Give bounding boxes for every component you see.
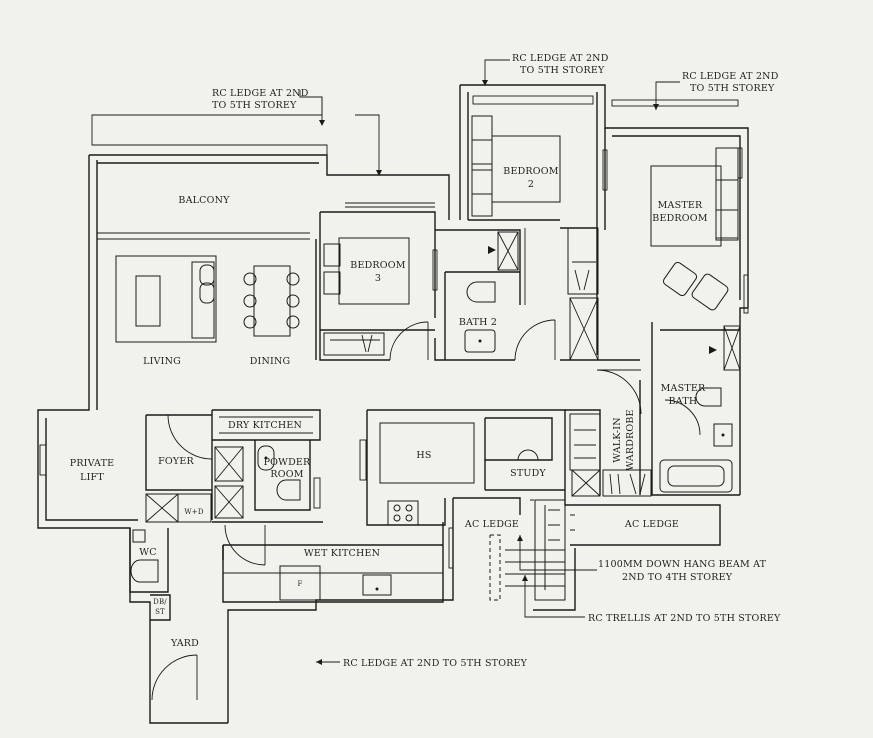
dry-kitchen-label: DRY KITCHEN bbox=[228, 420, 302, 431]
wet-kitchen-label: WET KITCHEN bbox=[304, 548, 380, 559]
down-hang-beam-line1: 1100MM DOWN HANG BEAM AT bbox=[598, 559, 767, 570]
living-label: LIVING bbox=[143, 356, 181, 367]
windows bbox=[39, 95, 749, 569]
bedroom3-label-2: 3 bbox=[375, 273, 381, 284]
hs-label: HS bbox=[416, 450, 431, 461]
ac-ledge-right-label: AC LEDGE bbox=[624, 519, 679, 530]
rc-ledge-bottom-label: RC LEDGE AT 2ND TO 5TH STOREY bbox=[343, 658, 528, 669]
ac-ledge-left-label: AC LEDGE bbox=[464, 519, 519, 530]
room-labels: BALCONY LIVING DINING BEDROOM 3 BEDROOM … bbox=[70, 166, 708, 649]
master-bath-label-2: BATH bbox=[669, 396, 698, 407]
master-bedroom-label-1: MASTER bbox=[658, 200, 703, 211]
private-lift-label-2: LIFT bbox=[80, 472, 104, 483]
rc-ledge-left-line1: RC LEDGE AT 2ND bbox=[212, 88, 309, 99]
bedroom3-label-1: BEDROOM bbox=[350, 260, 405, 271]
outer-walls bbox=[37, 84, 749, 724]
wardrobe-label: WARDROBE bbox=[625, 409, 636, 470]
study-label: STUDY bbox=[510, 468, 546, 479]
rc-ledge-left-line2: TO 5TH STOREY bbox=[212, 100, 297, 111]
rc-ledge-mid-line2: TO 5TH STOREY bbox=[520, 65, 605, 76]
wd-label: W+D bbox=[184, 508, 203, 516]
powder-room-label-2: ROOM bbox=[270, 469, 303, 480]
walk-in-label: WALK-IN bbox=[612, 417, 623, 463]
db-label-1: DB/ bbox=[153, 598, 167, 606]
down-hang-beam-line2: 2ND TO 4TH STOREY bbox=[622, 572, 733, 583]
interior-walls bbox=[97, 202, 641, 621]
foyer-label: FOYER bbox=[158, 456, 194, 467]
furniture bbox=[115, 115, 741, 603]
yard-label: YARD bbox=[170, 638, 199, 649]
annotation-labels: RC LEDGE AT 2ND TO 5TH STOREY RC LEDGE A… bbox=[212, 53, 781, 669]
master-bedroom-label-2: BEDROOM bbox=[652, 213, 707, 224]
bedroom2-label-2: 2 bbox=[528, 179, 534, 190]
trellis bbox=[489, 499, 575, 601]
wc-label: WC bbox=[139, 547, 156, 558]
bedroom2-label-1: BEDROOM bbox=[503, 166, 558, 177]
rc-trellis-label: RC TRELLIS AT 2ND TO 5TH STOREY bbox=[588, 613, 781, 624]
rc-ledge-right-line1: RC LEDGE AT 2ND bbox=[682, 71, 779, 82]
dining-label: DINING bbox=[250, 356, 291, 367]
db-label-2: ST bbox=[155, 608, 165, 616]
balcony-label: BALCONY bbox=[178, 195, 230, 206]
bath2-label: BATH 2 bbox=[459, 317, 497, 328]
master-bath-label-1: MASTER bbox=[661, 383, 706, 394]
private-lift-label-1: PRIVATE bbox=[70, 458, 115, 469]
powder-room-label-1: POWDER bbox=[264, 457, 311, 468]
fridge-label: F bbox=[297, 580, 302, 588]
leader-lines bbox=[91, 59, 680, 665]
doors bbox=[151, 228, 701, 701]
rc-ledge-right-line2: TO 5TH STOREY bbox=[690, 83, 775, 94]
rc-ledge-mid-line1: RC LEDGE AT 2ND bbox=[512, 53, 609, 64]
